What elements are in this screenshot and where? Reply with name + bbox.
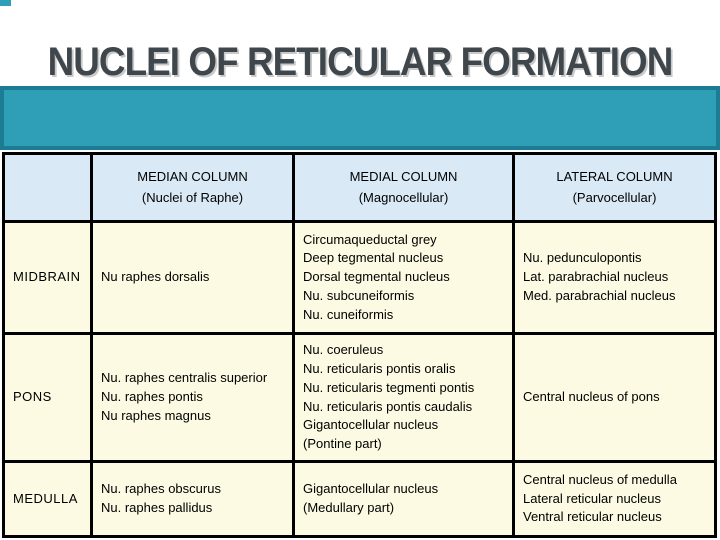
reticular-formation-table: MEDIAN COLUMN (Nuclei of Raphe) MEDIAL C… — [2, 152, 717, 538]
row-label-medulla: MEDULLA — [2, 460, 93, 538]
header-lateral-column: LATERAL COLUMN (Parvocellular) — [512, 152, 717, 223]
cell-midbrain-median: Nu raphes dorsalis — [90, 220, 295, 335]
corner-accent-shape — [0, 0, 11, 6]
cell-medulla-lateral: Central nucleus of medulla Lateral retic… — [512, 460, 717, 538]
row-label-pons: PONS — [2, 332, 93, 463]
cell-midbrain-medial: Circumaqueductal grey Deep tegmental nuc… — [292, 220, 515, 335]
teal-banner — [0, 86, 720, 150]
table-header-row: MEDIAN COLUMN (Nuclei of Raphe) MEDIAL C… — [2, 152, 717, 223]
cell-pons-lateral: Central nucleus of pons — [512, 332, 717, 463]
header-region — [2, 152, 93, 223]
cell-medulla-medial: Gigantocellular nucleus (Medullary part) — [292, 460, 515, 538]
cell-midbrain-lateral: Nu. pedunculopontis Lat. parabrachial nu… — [512, 220, 717, 335]
table-row-pons: PONS Nu. raphes centralis superior Nu. r… — [2, 332, 717, 463]
header-median-column: MEDIAN COLUMN (Nuclei of Raphe) — [90, 152, 295, 223]
table-row-midbrain: MIDBRAIN Nu raphes dorsalis Circumaquedu… — [2, 220, 717, 335]
cell-pons-median: Nu. raphes centralis superior Nu. raphes… — [90, 332, 295, 463]
reticular-formation-table-wrap: MEDIAN COLUMN (Nuclei of Raphe) MEDIAL C… — [2, 152, 717, 538]
slide-title: NUCLEI OF RETICULAR FORMATION — [47, 40, 674, 84]
cell-medulla-median: Nu. raphes obscurus Nu. raphes pallidus — [90, 460, 295, 538]
table-row-medulla: MEDULLA Nu. raphes obscurus Nu. raphes p… — [2, 460, 717, 538]
header-medial-column: MEDIAL COLUMN (Magnocellular) — [292, 152, 515, 223]
cell-pons-medial: Nu. coeruleus Nu. reticularis pontis ora… — [292, 332, 515, 463]
row-label-midbrain: MIDBRAIN — [2, 220, 93, 335]
